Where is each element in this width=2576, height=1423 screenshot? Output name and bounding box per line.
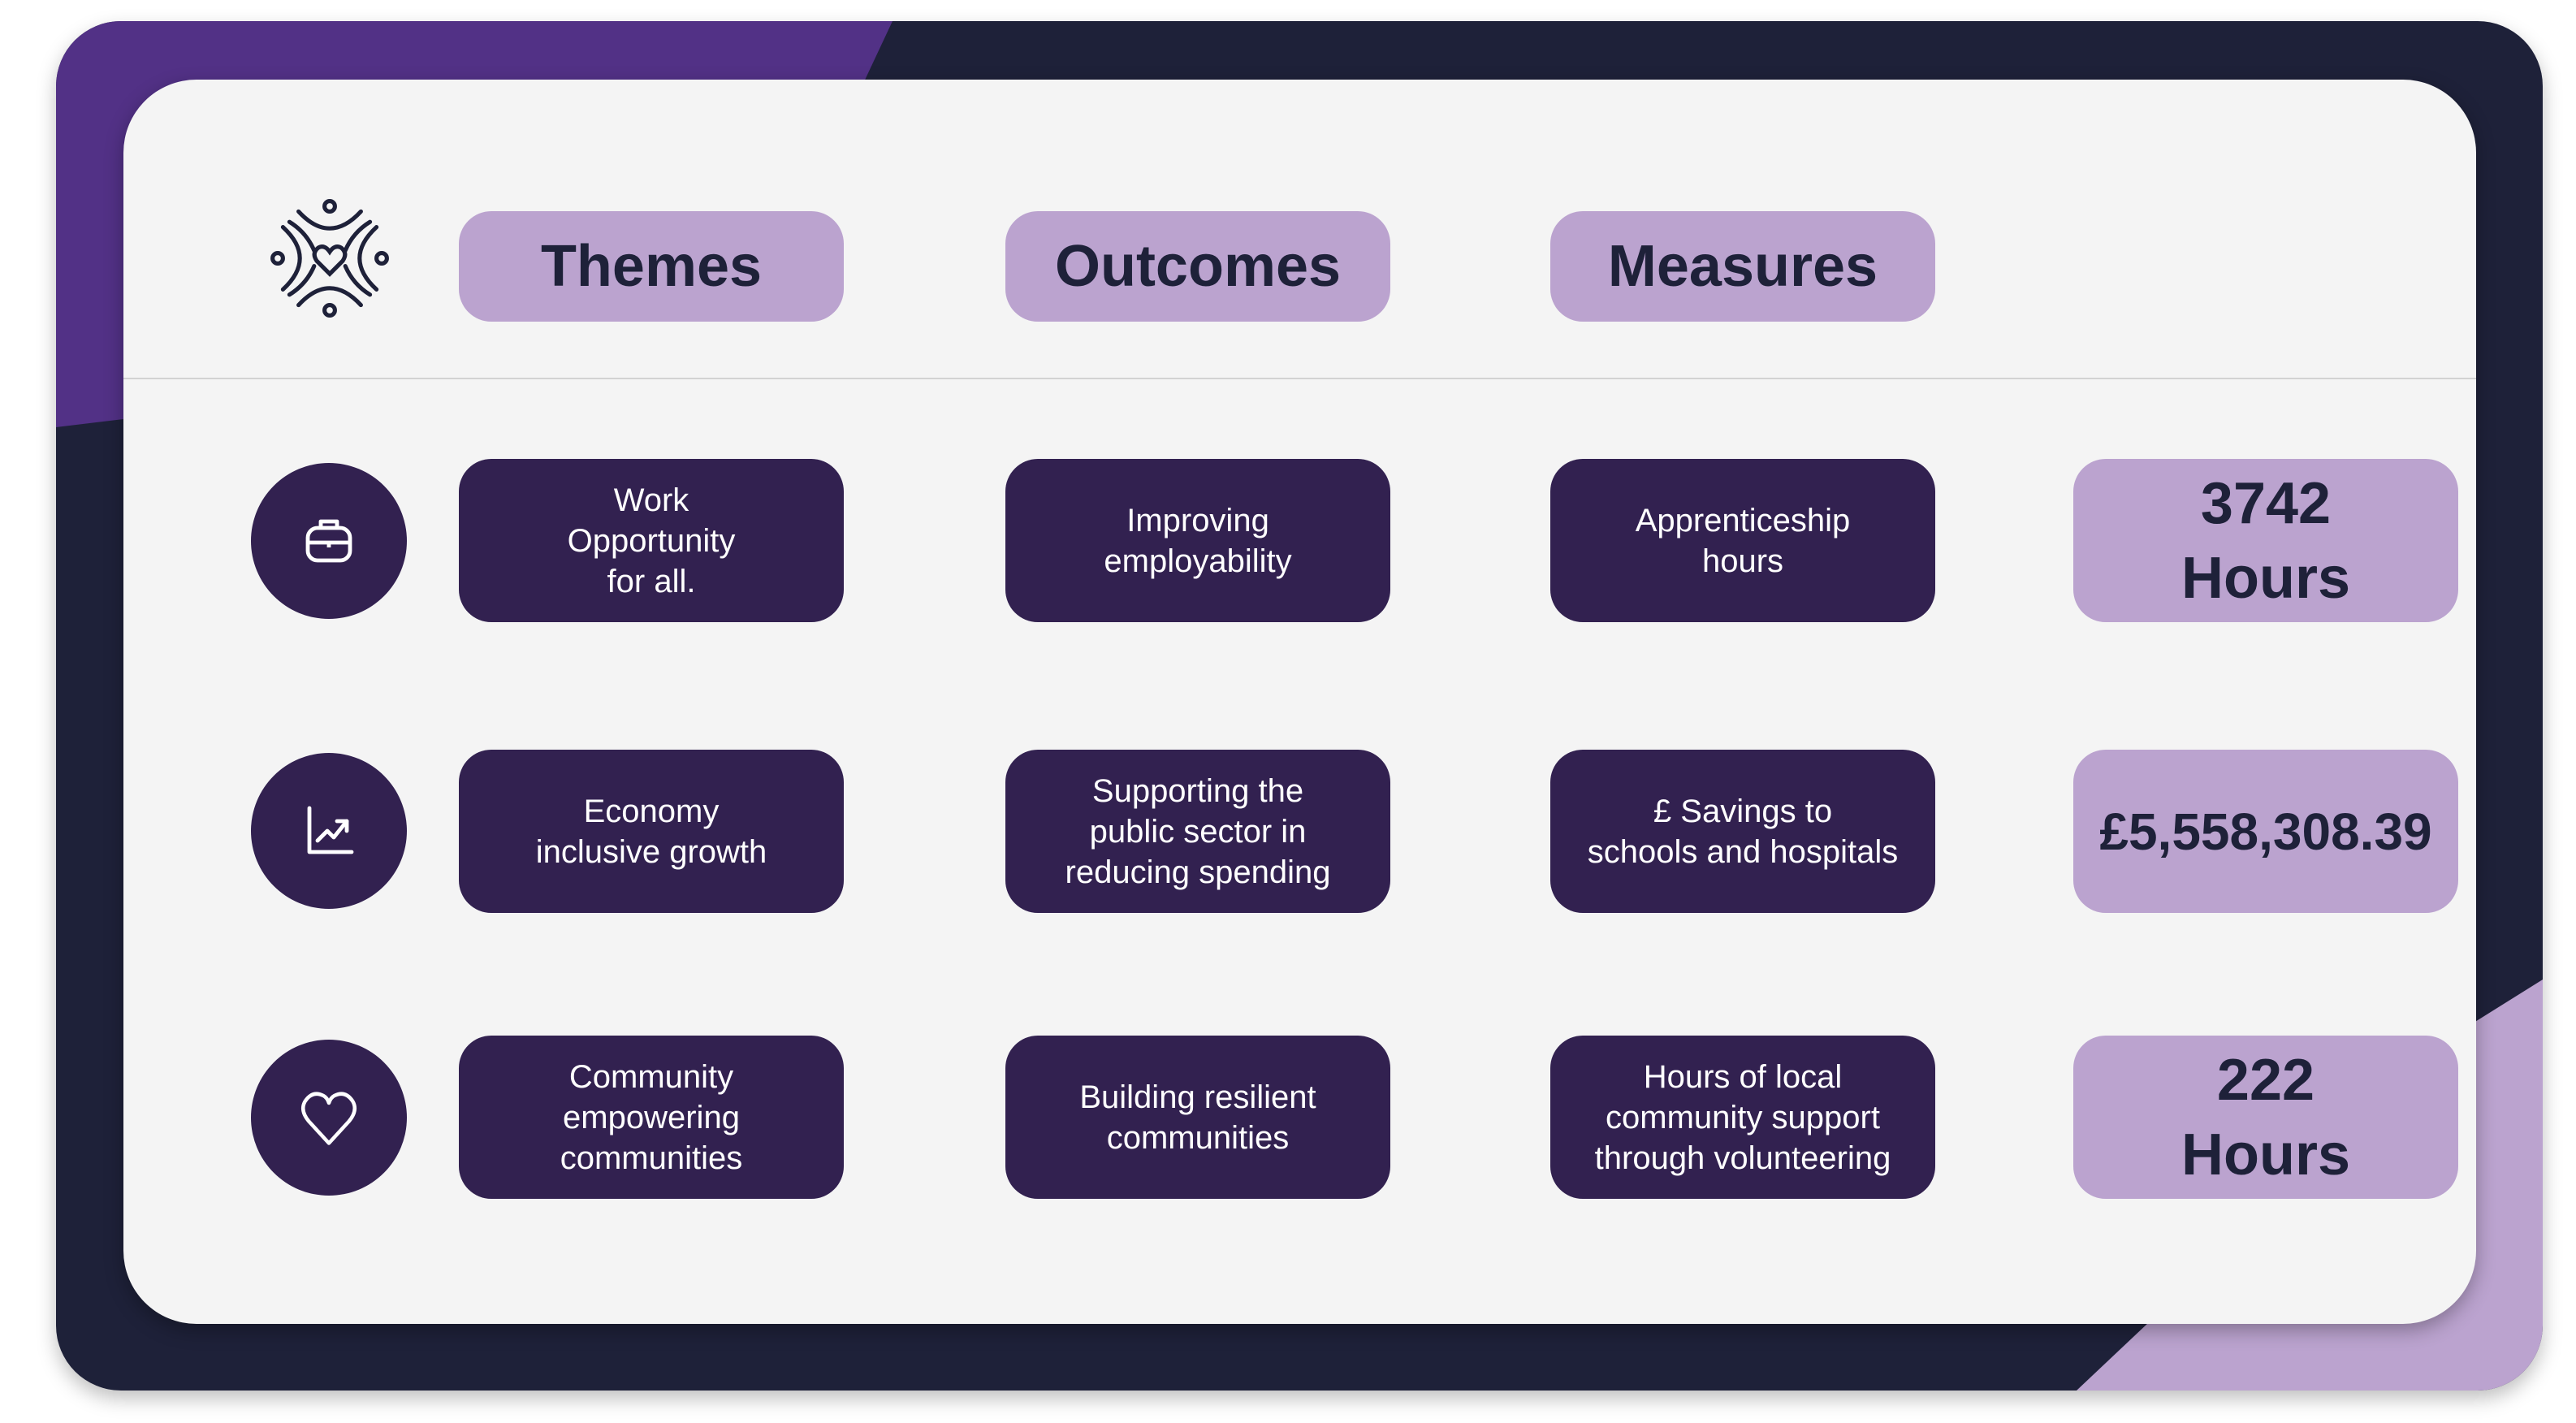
theme-work-opportunity: Work Opportunity for all. [459, 459, 844, 622]
value-label: 222 Hours [2181, 1047, 2351, 1187]
theme-label: Economy inclusive growth [535, 793, 767, 870]
people-heart-logo-icon [270, 199, 389, 318]
header-outcomes: Outcomes [1005, 211, 1390, 322]
heart-icon [300, 1092, 357, 1145]
outcome-label: Building resilient communities [1079, 1079, 1316, 1156]
value-apprenticeship-hours: 3742 Hours [2073, 459, 2458, 622]
theme-label: Work Opportunity for all. [567, 482, 736, 599]
theme-community: Community empowering communities [459, 1036, 844, 1199]
row-icon-circle [251, 753, 407, 909]
outcome-public-sector: Supporting the public sector in reducing… [1005, 750, 1390, 913]
row-icon-circle [251, 463, 407, 619]
value-label: £5,558,308.39 [2099, 802, 2432, 861]
header-measures: Measures [1550, 211, 1935, 322]
outcome-label: Supporting the public sector in reducing… [1065, 772, 1331, 890]
row-icon-circle [251, 1040, 407, 1196]
measure-label: £ Savings to schools and hospitals [1587, 793, 1899, 870]
header-outcomes-label: Outcomes [1054, 234, 1342, 299]
header-themes: Themes [459, 211, 844, 322]
chart-trending-up-icon [307, 806, 354, 854]
outcome-label: Improving employability [1104, 502, 1292, 579]
briefcase-icon [305, 519, 352, 563]
theme-economy: Economy inclusive growth [459, 750, 844, 913]
measure-label: Hours of local community support through… [1594, 1058, 1891, 1176]
value-savings: £5,558,308.39 [2073, 750, 2458, 913]
measure-savings: £ Savings to schools and hospitals [1550, 750, 1935, 913]
header-themes-label: Themes [540, 234, 763, 299]
measure-label: Apprenticeship hours [1635, 502, 1851, 579]
measure-apprenticeship: Apprenticeship hours [1550, 459, 1935, 622]
header-divider [123, 378, 2476, 379]
theme-label: Community empowering communities [560, 1058, 743, 1176]
value-volunteering-hours: 222 Hours [2073, 1036, 2458, 1199]
value-label: 3742 Hours [2181, 470, 2351, 611]
outcome-resilient-communities: Building resilient communities [1005, 1036, 1390, 1199]
measure-volunteering: Hours of local community support through… [1550, 1036, 1935, 1199]
outcome-employability: Improving employability [1005, 459, 1390, 622]
header-measures-label: Measures [1607, 234, 1878, 299]
